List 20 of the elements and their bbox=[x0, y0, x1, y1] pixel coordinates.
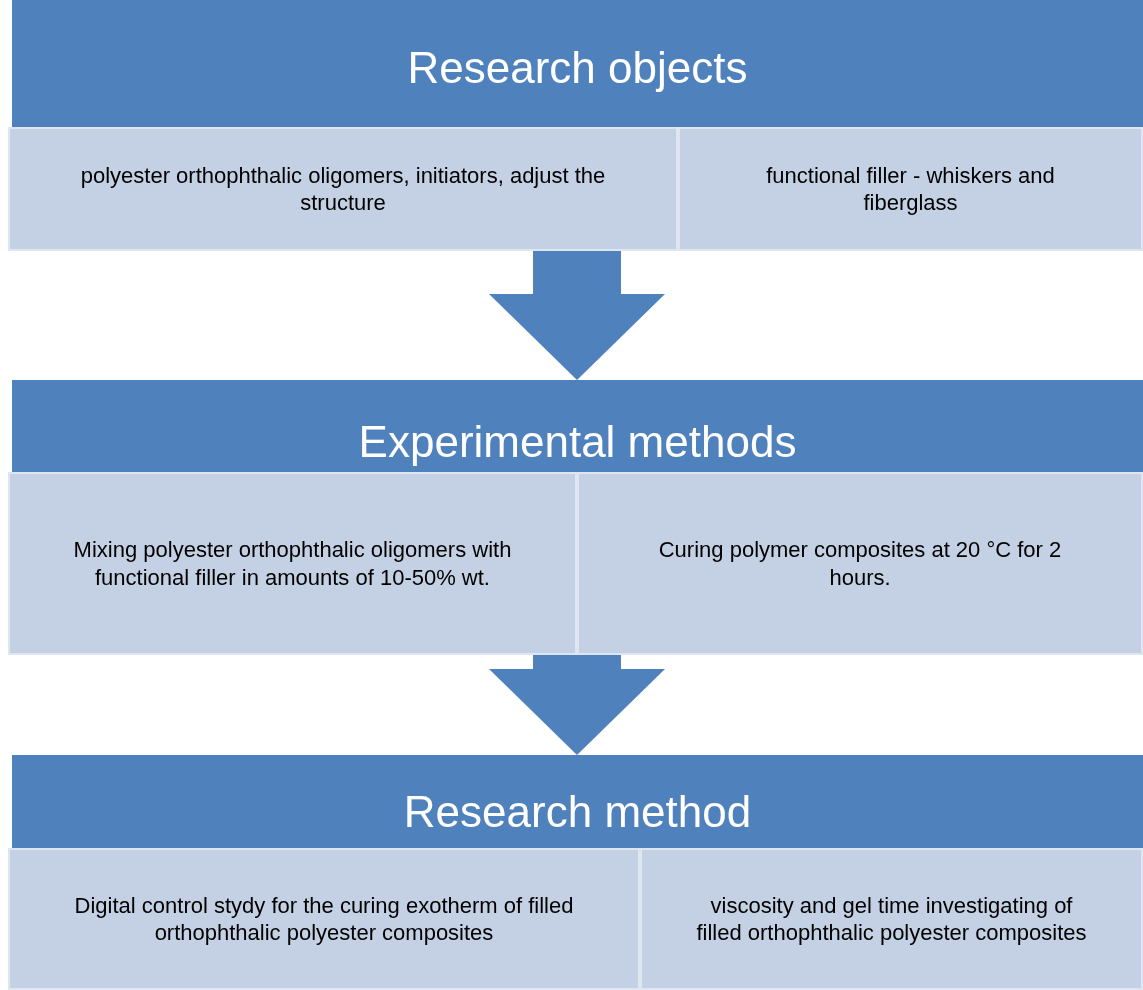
box-text: Digital control stydy for the curing exotherm of filled orthophthalic polyester composites bbox=[73, 891, 575, 947]
content-box bbox=[8, 127, 678, 251]
block-arrow bbox=[489, 655, 665, 755]
box-text: polyester orthophthalic oligomers, initiators, adjust the structure bbox=[79, 161, 607, 217]
content-box bbox=[8, 848, 640, 990]
box-text: viscosity and gel time investigating of filled orthophthalic polyester composites bbox=[695, 891, 1088, 947]
box-text: Curing polymer composites at 20 °C for 2 hours. bbox=[657, 536, 1063, 591]
box-text: functional filler - whiskers and fiberglass bbox=[765, 161, 1056, 217]
section-title: Research objects bbox=[406, 46, 749, 90]
section-title: Research method bbox=[402, 790, 753, 834]
content-box bbox=[678, 127, 1143, 251]
box-text: Mixing polyester orthophthalic oligomers with functional filler in amounts of 10-50% wt. bbox=[72, 536, 513, 591]
section-band bbox=[12, 755, 1143, 848]
section-band bbox=[12, 380, 1143, 472]
content-box bbox=[577, 472, 1143, 655]
content-box bbox=[8, 472, 577, 655]
block-arrow bbox=[489, 251, 665, 380]
section-band bbox=[12, 0, 1143, 127]
section-title: Experimental methods bbox=[357, 420, 798, 464]
content-box bbox=[640, 848, 1143, 990]
